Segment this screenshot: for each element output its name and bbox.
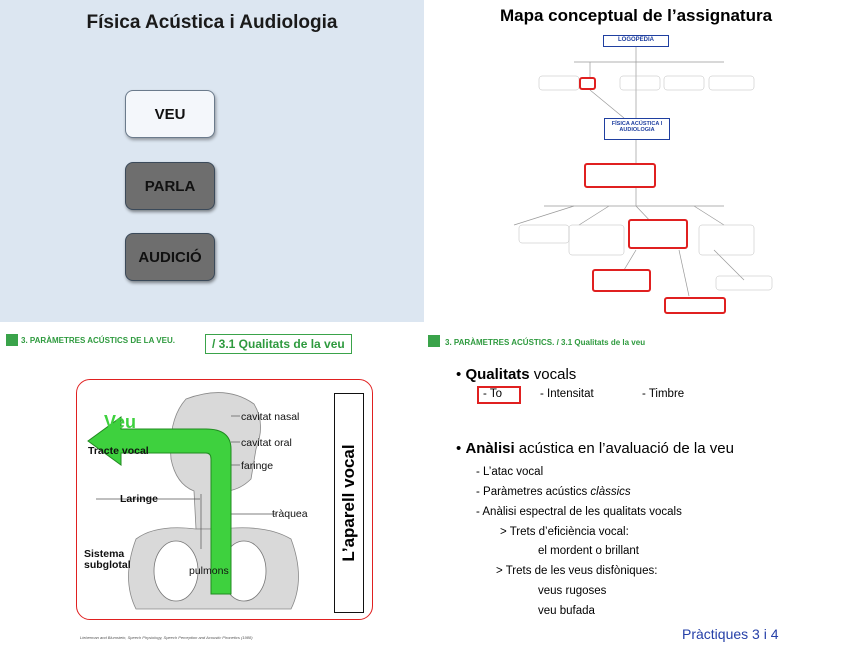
- bullet-analisi: • Anàlisi acústica en l’avaluació de la …: [456, 440, 734, 457]
- veu-button[interactable]: VEU: [125, 90, 215, 138]
- slide-2: Mapa conceptual de l’assignatura: [424, 0, 848, 322]
- slide-3-citation: Lieberman and Blumstein, Speech Physiolo…: [80, 635, 253, 640]
- concept-node-highlight-veu: [579, 77, 596, 90]
- sub-trets-disfoniques: > Trets de les veus disfòniques:: [496, 565, 657, 577]
- bullet-analisi-rest: acústica en l’avaluació de la veu: [515, 440, 734, 457]
- slide-3-subheader: / 3.1 Qualitats de la veu: [205, 334, 352, 354]
- concept-node-highlight-practiques: [664, 297, 726, 314]
- slide-3-header: 3. PARÀMETRES ACÚSTICS DE LA VEU.: [21, 336, 175, 345]
- label-laringe: Laringe: [120, 493, 158, 505]
- label-pulmons: pulmons: [189, 565, 229, 577]
- voice-arrow-label: Veu: [104, 412, 136, 433]
- sub-veu-bufada: veu bufada: [538, 605, 595, 617]
- practiques-link[interactable]: Pràctiques 3 i 4: [682, 626, 779, 642]
- item-atac-vocal: - L’atac vocal: [476, 466, 543, 478]
- slide-4-header-marker: [428, 335, 440, 347]
- concept-node-fisica-acustica: FÍSICA ACÚSTICA I AUDIOLOGIA: [604, 118, 670, 140]
- slide-4-header-a: 3. PARÀMETRES ACÚSTICS.: [445, 338, 554, 347]
- sub-veus-rugoses: veus rugoses: [538, 585, 606, 597]
- concept-node-logopedia: LOGOPÈDIA: [603, 35, 669, 47]
- parla-button[interactable]: PARLA: [125, 162, 215, 210]
- label-subglotal: subglotal: [84, 560, 131, 571]
- item-analisi-espectral: - Anàlisi espectral de les qualitats voc…: [476, 506, 682, 518]
- concept-node-highlight-parametres: [584, 163, 656, 188]
- label-traquea: tràquea: [272, 508, 308, 520]
- slide-1: Física Acústica i Audiologia VEU PARLA A…: [0, 0, 424, 322]
- quality-timbre: - Timbre: [642, 388, 684, 400]
- slide-1-title: Física Acústica i Audiologia: [0, 12, 424, 34]
- label-faringe: faringe: [241, 460, 273, 472]
- concept-node-highlight-qualitats: [592, 269, 651, 292]
- bullet-qualitats-rest: vocals: [530, 366, 577, 383]
- label-cavitat-oral: cavitat oral: [241, 437, 292, 449]
- slide-4-header-b: /: [557, 338, 559, 347]
- bullet-analisi-bold: Anàlisi: [465, 440, 514, 457]
- bullet-qualitats: • Qualitats vocals: [456, 366, 576, 383]
- sub-trets-eficiencia: > Trets d’eficiència vocal:: [500, 526, 629, 538]
- aparell-vocal-title: L’aparell vocal: [339, 444, 359, 561]
- quality-to: - To: [483, 388, 502, 400]
- slide-3-header-marker: [6, 334, 18, 346]
- label-cavitat-nasal: cavitat nasal: [241, 411, 299, 423]
- bullet-qualitats-bold: Qualitats: [465, 366, 529, 383]
- audicio-button[interactable]: AUDICIÓ: [125, 233, 215, 281]
- item-parametres-classics: - Paràmetres acústics clàssics: [476, 486, 631, 498]
- slide-4-header-c: 3.1 Qualitats de la veu: [561, 338, 645, 347]
- slide-4-header: 3. PARÀMETRES ACÚSTICS. / 3.1 Qualitats …: [445, 338, 645, 347]
- concept-node-highlight-analisi: [628, 219, 688, 249]
- sub-mordent: el mordent o brillant: [538, 545, 639, 557]
- quality-intensitat: - Intensitat: [540, 388, 594, 400]
- label-tracte-vocal: Tracte vocal: [88, 445, 149, 457]
